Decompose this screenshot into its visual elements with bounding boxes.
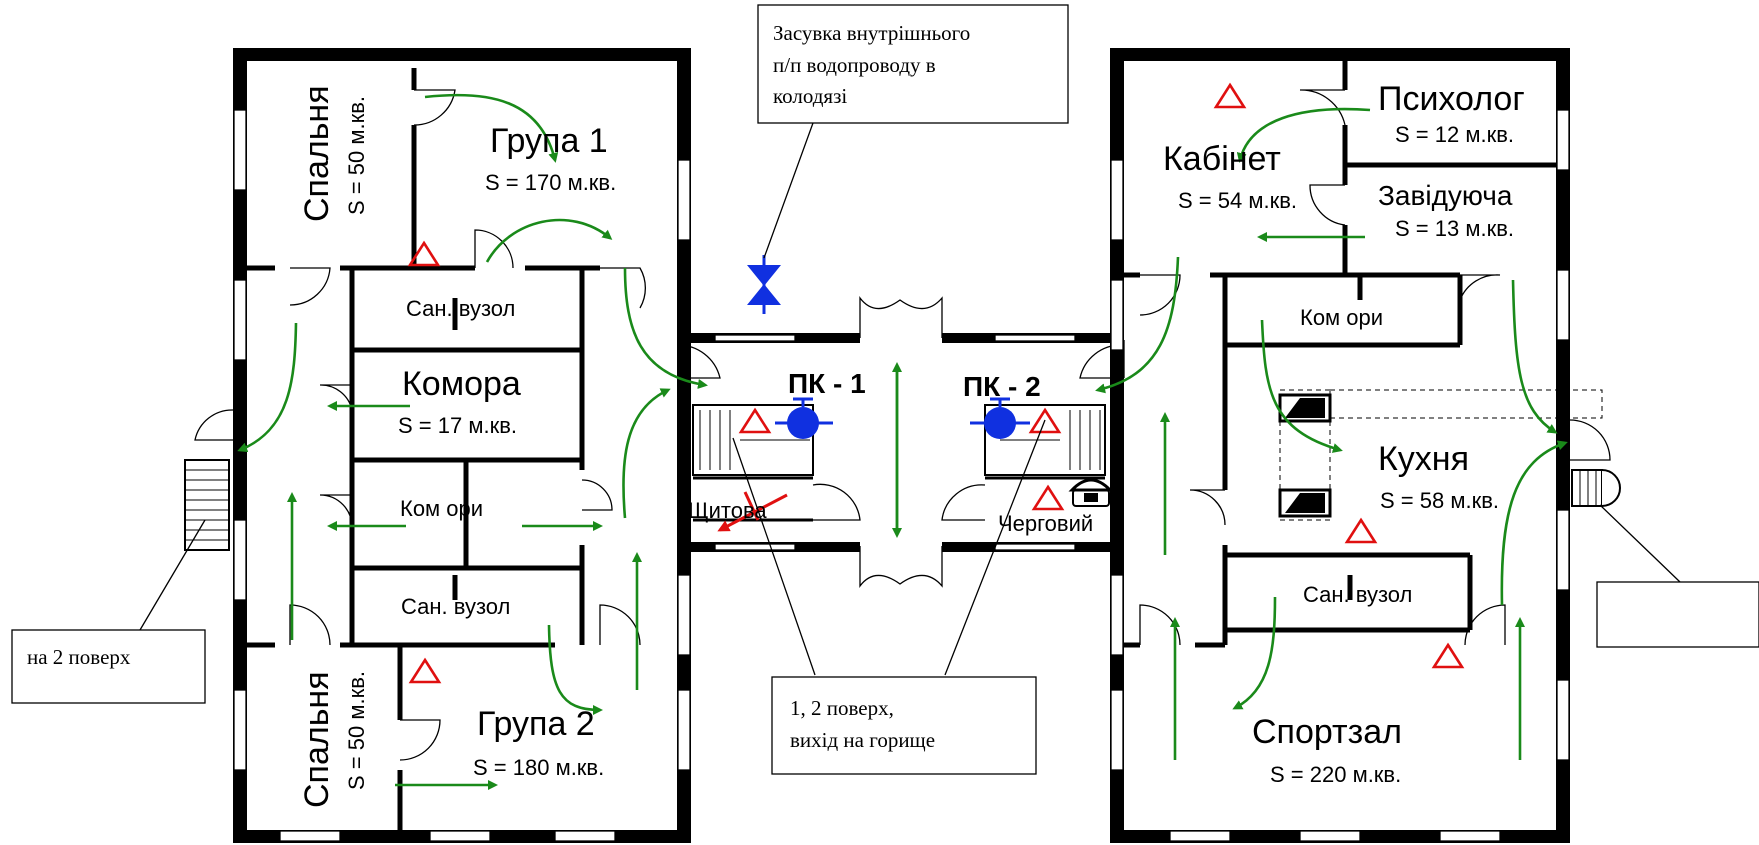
evacuation-arrow-icon [485, 218, 613, 263]
psychologist-area: S = 12 м.кв. [1395, 122, 1514, 147]
switchboard-symbol [717, 491, 788, 532]
storage-area: S = 17 м.кв. [398, 413, 517, 438]
attic-callout-line-2: вихід на горище [790, 728, 935, 752]
left-wing-interior-walls [247, 68, 600, 830]
staircase-icon [1571, 469, 1621, 507]
valve-callout-line-1: Засувка внутрішнього [773, 21, 970, 45]
hazard-triangle-icon [1431, 642, 1465, 669]
bath1-name: Сан. вузол [406, 296, 515, 321]
central-hall [676, 296, 1123, 588]
evacuation-arrow-icon [622, 388, 671, 519]
group2-area: S = 180 м.кв. [473, 755, 604, 780]
hazard-markers [407, 82, 1465, 684]
kitchen-equipment [1278, 389, 1603, 521]
pk1-label: ПК - 1 [788, 368, 866, 399]
bedroom2-area: S = 50 м.кв. [344, 671, 369, 790]
storerooms-right-name: Ком ори [1300, 305, 1383, 330]
bath3-name: Сан. вузол [1303, 582, 1412, 607]
head-area: S = 13 м.кв. [1395, 216, 1514, 241]
evacuation-arrow-icon [237, 322, 298, 453]
group1-name: Група 1 [490, 122, 608, 160]
evacuation-arrow-icon [1260, 319, 1343, 453]
duty-name: Черговий [998, 511, 1093, 536]
psychologist-name: Психолог [1378, 80, 1525, 118]
hazard-triangle-icon [1028, 407, 1062, 434]
gate-valve-icon [747, 255, 781, 314]
evacuation-arrows [237, 93, 1568, 790]
office-name: Кабінет [1163, 140, 1281, 178]
staircase-left-pk1 [692, 404, 814, 522]
attic-callout-box [771, 676, 1037, 775]
valve-callout-line-3: колодязі [773, 84, 847, 108]
stairs-callout-text: на 2 поверх [27, 645, 131, 669]
storerooms-left-name: Ком ори [400, 496, 483, 521]
bedroom2-name: Спальня [298, 671, 336, 808]
evacuation-arrow-icon [424, 93, 559, 163]
hazard-triangle-icon [1213, 82, 1247, 109]
left-wing [194, 48, 691, 843]
kitchen-name: Кухня [1378, 440, 1469, 478]
valve-callout-box [757, 4, 1069, 124]
office-area: S = 54 м.кв. [1178, 188, 1297, 213]
hazard-triangle-icon [407, 240, 441, 267]
fire-hydrant-icon [970, 397, 1030, 439]
switchboard-name: Щитова [688, 498, 767, 523]
hazard-triangle-icon [408, 657, 442, 684]
evacuation-arrow-icon [623, 267, 708, 389]
right-wing-windows [1110, 109, 1570, 842]
left-wing-windows [233, 109, 691, 842]
stairs-callout-box [11, 629, 206, 704]
right-wing-doors [1123, 89, 1611, 646]
left-wing-top-wall [233, 48, 691, 61]
bedroom1-name: Спальня [298, 85, 336, 222]
evacuation-arrow-icon [1511, 279, 1558, 434]
hazard-triangle-icon [738, 407, 772, 434]
kitchen-area: S = 58 м.кв. [1380, 488, 1499, 513]
gym-area: S = 220 м.кв. [1270, 762, 1401, 787]
group1-area: S = 170 м.кв. [485, 170, 616, 195]
hazard-triangle-icon [1031, 484, 1065, 511]
storage-name: Комора [402, 365, 521, 403]
attic-callout-line-1: 1, 2 поверх, [790, 696, 894, 720]
evacuation-arrow-icon [1500, 440, 1568, 606]
evacuation-arrow-icon [547, 624, 603, 715]
pk2-label: ПК - 2 [963, 371, 1041, 402]
head-name: Завідуюча [1378, 180, 1513, 211]
telephone-icon [1068, 478, 1114, 507]
right-wing-interior-walls [1124, 61, 1556, 648]
evacuation-arrow-icon [1095, 256, 1180, 394]
group2-name: Група 2 [477, 705, 595, 743]
hazard-triangle-icon [1344, 517, 1378, 544]
bath2-name: Сан. вузол [401, 594, 510, 619]
evacuation-arrow-icon [1236, 107, 1371, 163]
callout-leaders [139, 122, 1681, 676]
valve-callout-line-2: п/п водопроводу в [773, 53, 936, 77]
right-callout-box [1596, 581, 1759, 648]
evacuation-arrow-icon [1232, 596, 1277, 710]
bedroom1-area: S = 50 м.кв. [344, 96, 369, 215]
fire-hydrant-icon [775, 397, 833, 439]
staircase-right-pk2 [984, 404, 1106, 480]
right-wing [1110, 48, 1621, 843]
staircase-icon [184, 459, 230, 551]
gym-name: Спортзал [1252, 713, 1402, 751]
